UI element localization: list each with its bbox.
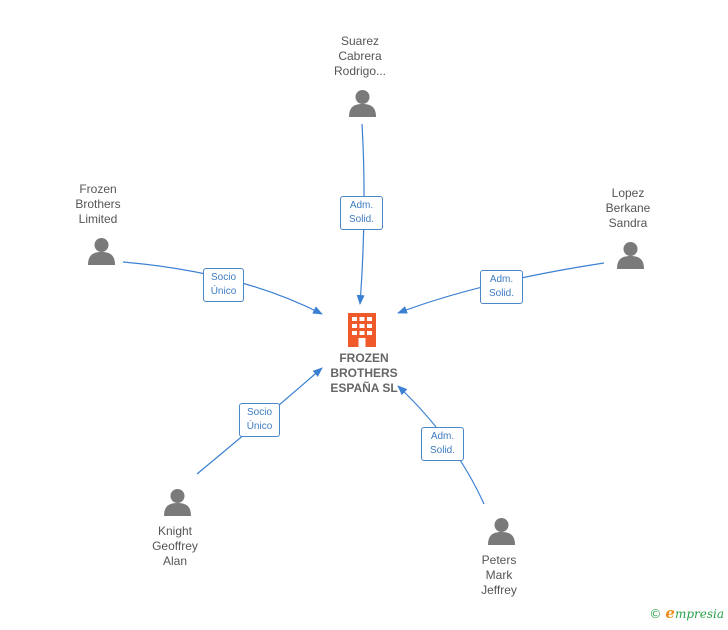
relation-line: Adm. [430, 431, 455, 442]
company-name[interactable]: FROZEN BROTHERS ESPAÑA SL [314, 351, 414, 396]
person-label-knight[interactable]: Knight Geoffrey Alan [135, 524, 215, 569]
relation-line: Único [246, 421, 273, 432]
brand-name: mpresia [674, 607, 724, 621]
person-icon[interactable] [164, 489, 191, 516]
relation-badge-suarez[interactable]: Adm. Solid. [340, 196, 383, 230]
relation-badge-lopez[interactable]: Adm. Solid. [480, 270, 523, 304]
relation-line: Socio [210, 272, 236, 283]
relation-line: Solid. [429, 445, 455, 456]
person-name-line: Cabrera [338, 49, 382, 63]
relation-line: Adm. [489, 274, 514, 285]
relation-line: Socio [246, 407, 272, 418]
person-label-suarez[interactable]: Suarez Cabrera Rodrigo... [320, 34, 400, 79]
relation-line: Único [210, 286, 237, 297]
person-name-line: Geoffrey [152, 539, 198, 553]
relation-badge-peters[interactable]: Adm. Solid. [421, 427, 464, 461]
relation-badge-knight[interactable]: Socio Único [239, 403, 280, 437]
person-label-frozen[interactable]: Frozen Brothers Limited [58, 182, 138, 227]
person-name-line: Sandra [608, 216, 648, 230]
building-icon [348, 313, 376, 347]
brand-initial: e [665, 604, 675, 622]
person-icon[interactable] [349, 90, 376, 117]
person-name-line: Frozen [79, 182, 117, 196]
company-name-line: ESPAÑA SL [330, 381, 398, 395]
relation-line: Solid. [488, 288, 514, 299]
company-name-line: FROZEN [339, 351, 389, 365]
person-name-line: Berkane [605, 201, 651, 215]
relation-line: Adm. [349, 200, 374, 211]
person-name-line: Brothers [75, 197, 121, 211]
person-name-line: Alan [162, 554, 188, 568]
person-name-line: Jeffrey [481, 583, 517, 597]
brand-footer[interactable]: ©empresia [649, 604, 724, 622]
person-label-peters[interactable]: Peters Mark Jeffrey [459, 553, 539, 598]
copyright-icon: © [649, 607, 662, 621]
person-name-line: Suarez [340, 34, 380, 48]
company-name-line: BROTHERS [330, 366, 398, 380]
relation-line: Solid. [348, 214, 374, 225]
person-name-line: Limited [78, 212, 118, 226]
person-icon[interactable] [88, 238, 115, 265]
relation-badge-frozen[interactable]: Socio Único [203, 268, 244, 302]
person-name-line: Knight [157, 524, 193, 538]
person-icon[interactable] [488, 518, 515, 545]
person-name-line: Mark [485, 568, 513, 582]
person-name-line: Peters [481, 553, 517, 567]
person-name-line: Rodrigo... [333, 64, 387, 78]
person-label-lopez[interactable]: Lopez Berkane Sandra [588, 186, 668, 231]
person-icon[interactable] [617, 242, 644, 269]
person-name-line: Lopez [611, 186, 645, 200]
